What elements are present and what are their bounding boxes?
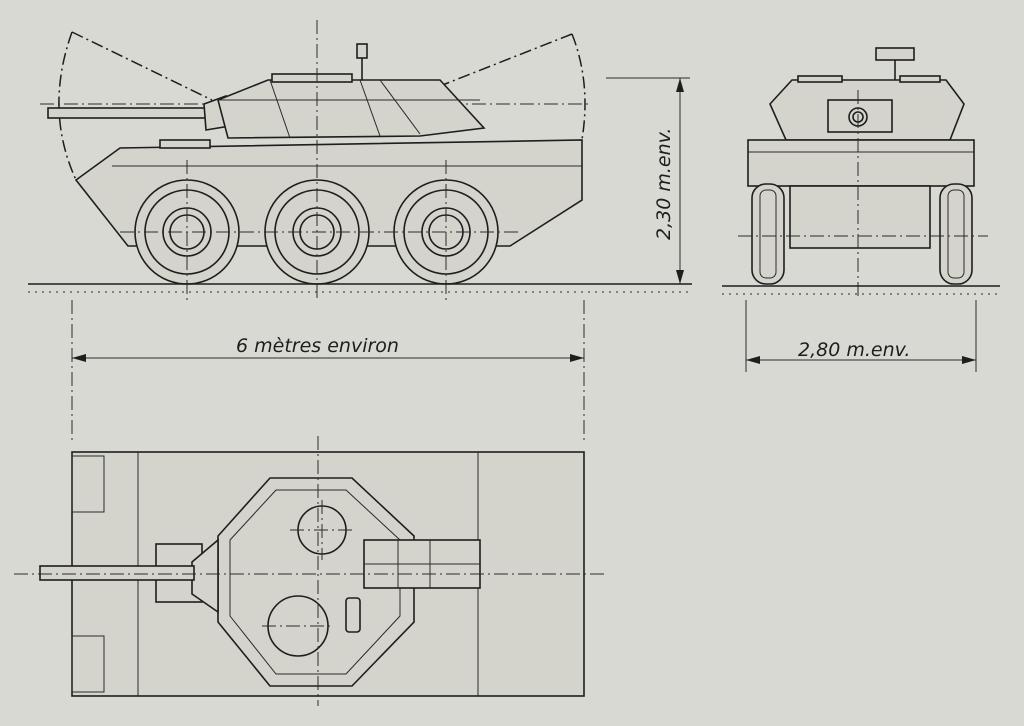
gun-elevation-arc <box>58 31 77 181</box>
length-dimension: 6 mètres environ <box>71 300 585 440</box>
top-gun-mantlet <box>191 538 219 614</box>
side-gun-barrel <box>47 107 209 119</box>
front-hull <box>747 139 975 187</box>
side-view <box>28 20 692 300</box>
width-dimension: 2,80 m.env. <box>745 300 977 372</box>
width-label: 2,80 m.env. <box>798 339 910 361</box>
front-gun-mantlet <box>827 99 893 133</box>
top-gun-barrel <box>39 565 195 581</box>
height-dimension: 2,30 m.env. <box>606 77 690 284</box>
front-wheel-right <box>939 183 973 285</box>
side-turret <box>217 79 486 139</box>
rear-traverse-arc <box>571 33 586 181</box>
length-label: 6 mètres environ <box>236 335 399 357</box>
height-label: 2,30 m.env. <box>653 128 675 240</box>
front-wheel-left <box>751 183 785 285</box>
front-view <box>722 47 1000 300</box>
top-view <box>14 436 604 706</box>
